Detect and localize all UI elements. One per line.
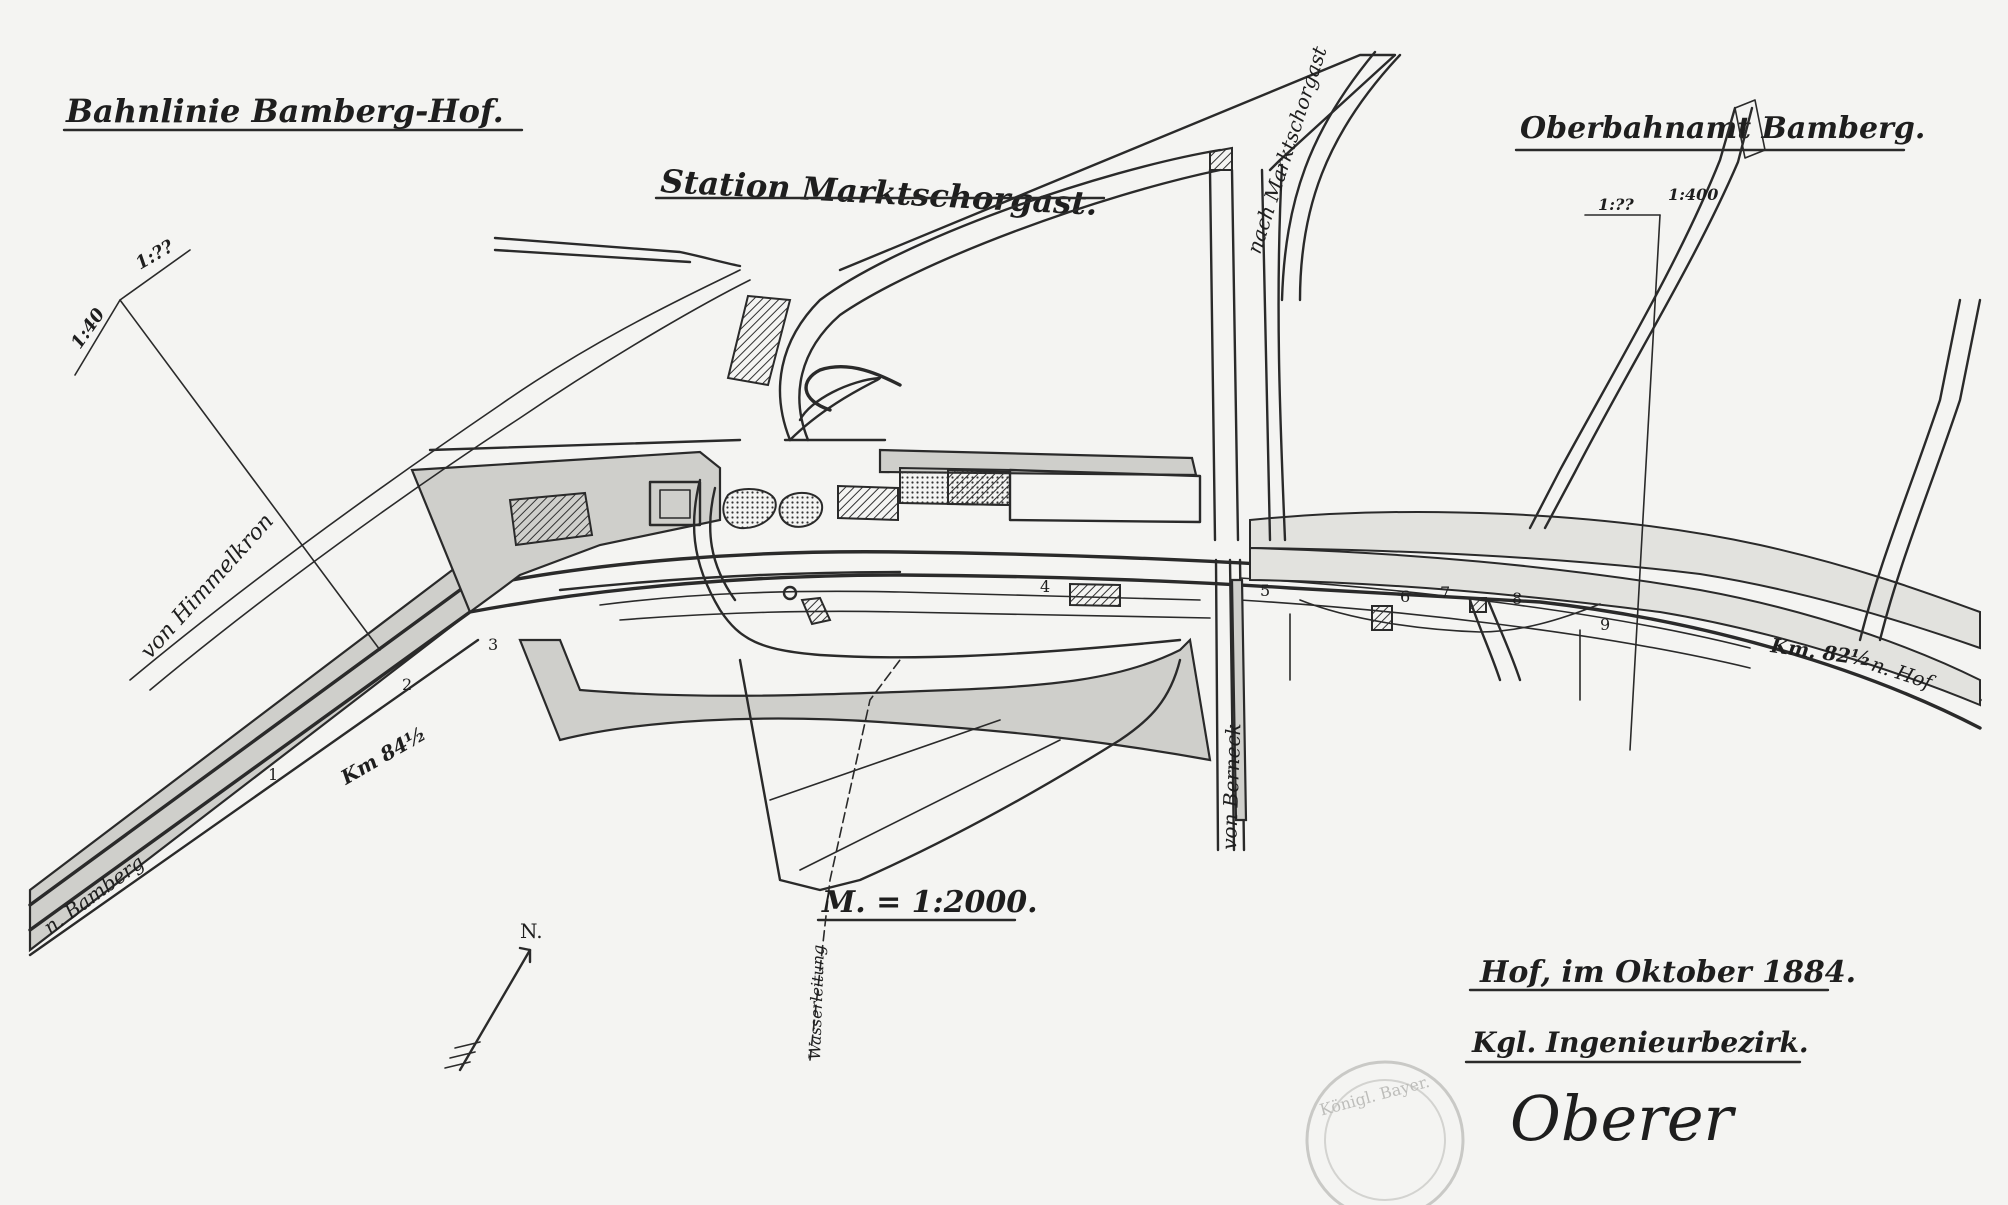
- office-title-block: Oberbahnamt Bamberg.: [1514, 111, 1925, 152]
- station-yard: [410, 448, 1212, 762]
- scale-right-a: 1:??: [1598, 195, 1634, 214]
- signature-block: Hof, im Oktober 1884. Kgl. Ingenieurbezi…: [1464, 955, 1856, 1155]
- label-from-berneck: von Berneck: [1217, 723, 1245, 850]
- marker-5: 5: [1260, 581, 1270, 600]
- marker-9: 9: [1600, 615, 1610, 634]
- title-block: Bahnlinie Bamberg-Hof.: [62, 92, 524, 132]
- scale-main: M. = 1:2000.: [821, 885, 1038, 920]
- himmelkron-road: [129, 236, 751, 691]
- map-title: Bahnlinie Bamberg-Hof.: [65, 92, 504, 130]
- station-title: Station Marktschorgast.: [660, 162, 1099, 223]
- place-date: Hof, im Oktober 1884.: [1479, 955, 1856, 990]
- marker-2: 2: [402, 675, 412, 694]
- marker-6: 6: [1400, 587, 1410, 606]
- north-label: N.: [520, 919, 543, 943]
- marker-4: 4: [1040, 577, 1050, 596]
- official-stamp: Königl. Bayer.: [1305, 1060, 1465, 1205]
- signature: Oberer: [1510, 1082, 1737, 1155]
- marker-7: 7: [1440, 583, 1450, 602]
- marker-8: 8: [1512, 589, 1522, 608]
- marker-3: 3: [488, 635, 498, 654]
- scale-diagrams: [74, 214, 1661, 751]
- berneck-road: [1214, 558, 1248, 852]
- scale-left-b: 1:??: [132, 236, 178, 275]
- scale-labels: 1:40 1:?? 1:?? 1:400 M. = 1:2000.: [67, 185, 1718, 922]
- north-arrow: N.: [444, 919, 543, 1072]
- station-title-block: Station Marktschorgast.: [654, 162, 1106, 223]
- office-title: Oberbahnamt Bamberg.: [1520, 111, 1925, 146]
- label-from-himmelkron: von Himmelkron: [136, 509, 279, 664]
- marktschorgast-road: [726, 50, 1402, 542]
- authority: Kgl. Ingenieurbezirk.: [1471, 1026, 1809, 1059]
- water-line: [738, 658, 1182, 1061]
- scale-right-b: 1:400: [1668, 185, 1718, 204]
- right-lane: [1289, 99, 1982, 701]
- marker-1: 1: [268, 765, 278, 784]
- label-water-line: Wasserleitung: [805, 944, 828, 1060]
- label-km-left: Km 84½: [336, 721, 430, 789]
- track-markers: 1 2 3 4 5 6 7 8 9: [268, 577, 1610, 784]
- label-to-marktschorgast: nach Marktschorgast: [1242, 42, 1332, 256]
